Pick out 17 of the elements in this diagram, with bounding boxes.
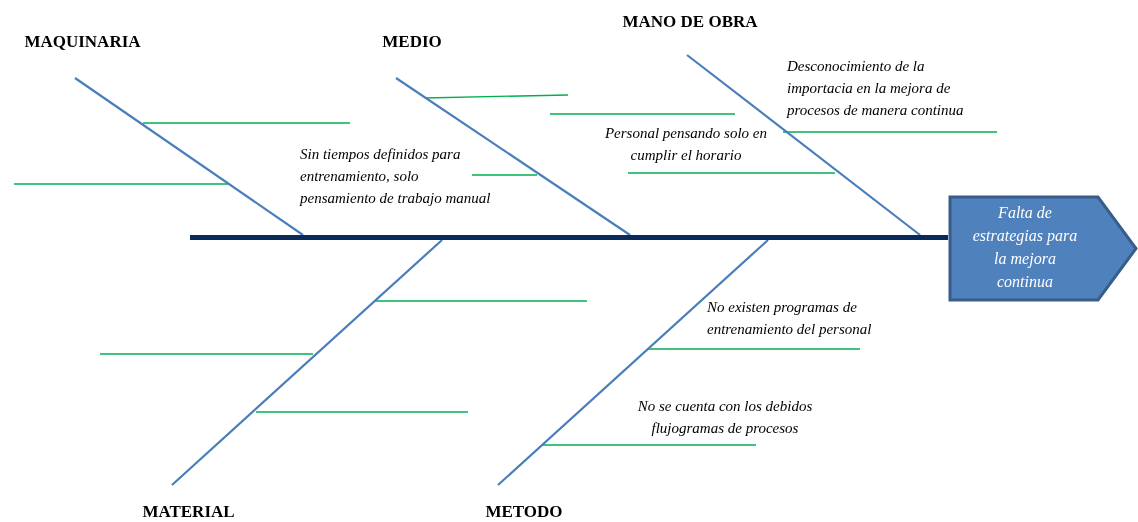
cause-text: No existen programas de entrenamiento del personal bbox=[707, 298, 873, 339]
effect-text: Falta de estrategias para la mejora continua bbox=[971, 203, 1079, 292]
cause-text: Desconocimiento de la importacia en la mejora de procesos de manera continua bbox=[787, 57, 965, 120]
cause-text: Personal pensando solo en cumplir el horario bbox=[603, 124, 769, 165]
category-label: MAQUINARIA bbox=[24, 32, 141, 52]
cause-text: Sin tiempos definidos para entrenamiento, solo pensamiento de trabajo manual bbox=[300, 145, 492, 208]
category-bone bbox=[497, 239, 769, 486]
category-bone bbox=[74, 77, 304, 236]
category-label: METODO bbox=[485, 502, 563, 522]
category-bone bbox=[686, 54, 921, 236]
spine-bar bbox=[190, 235, 948, 240]
category-bone bbox=[395, 77, 631, 236]
category-label: MANO DE OBRA bbox=[622, 12, 758, 32]
cause-text: No se cuenta con los debidos flujogramas de procesos bbox=[636, 397, 814, 438]
category-bone bbox=[171, 239, 443, 486]
category-label: MEDIO bbox=[382, 32, 442, 52]
category-label: MATERIAL bbox=[142, 502, 235, 522]
